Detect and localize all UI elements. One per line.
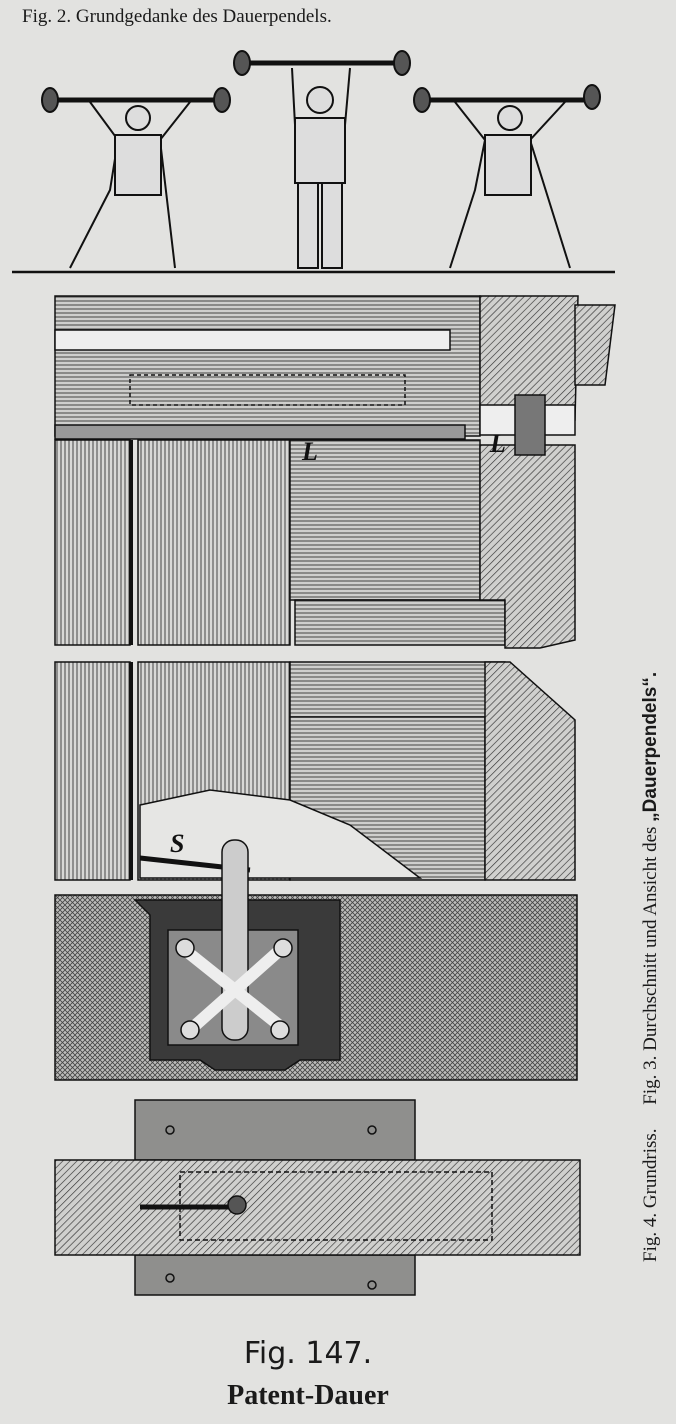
fig4-plan-view xyxy=(54,1099,581,1296)
label-l-right: L xyxy=(489,429,506,458)
fig3-name: „Dauerpendels“. xyxy=(640,671,661,822)
fig3-ground-plan xyxy=(54,839,578,1081)
fig4-caption: Fig. 4. Grundriss. xyxy=(640,1128,661,1262)
fig3-lower-section xyxy=(54,661,576,881)
label-s: S xyxy=(170,829,184,858)
fig3-caption: Fig. 3. Durchschnitt und Ansicht des xyxy=(640,821,661,1105)
fig3-upper-section xyxy=(54,295,616,649)
figure-title: Patent-Dauer xyxy=(227,1380,389,1411)
figure-man-center xyxy=(233,50,411,269)
figure-man-left xyxy=(41,87,231,269)
side-caption: Fig. 4. Grundriss. Fig. 3. Durchschnitt … xyxy=(640,672,662,1262)
fig2-title: Fig. 2. Grundgedanke des Dauerpendels. xyxy=(22,6,332,27)
label-l-left: L xyxy=(301,437,318,466)
figure-man-right xyxy=(413,84,601,269)
figure-number: Fig. 147. xyxy=(243,1336,373,1371)
